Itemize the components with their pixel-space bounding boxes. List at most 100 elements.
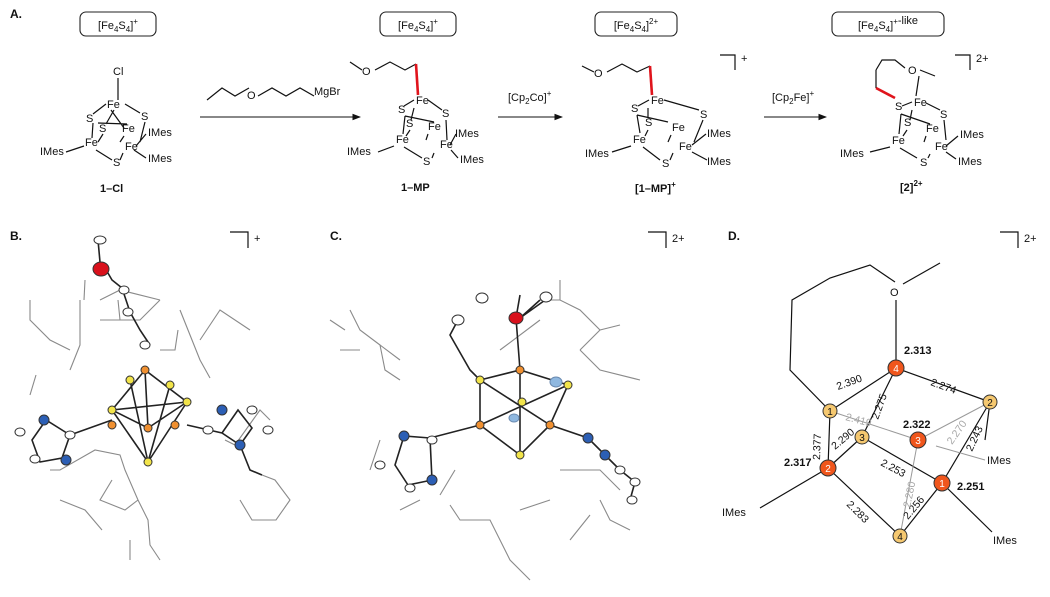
svg-text:S: S — [940, 109, 947, 121]
core-box-1: [Fe4S4]+ — [79, 11, 157, 37]
cl-atom: Cl — [113, 66, 123, 78]
svg-text:2.290: 2.290 — [829, 426, 857, 452]
s-node-1: 1 — [822, 403, 838, 419]
fe-node-2: 2 — [819, 459, 837, 477]
reagent-cp2co: [Cp2Co]+ — [508, 89, 552, 106]
svg-text:2.274: 2.274 — [929, 377, 958, 397]
svg-text:S: S — [442, 108, 449, 120]
compound-1-cl: 1–Cl — [100, 183, 123, 195]
core-box-2: [Fe4S4]+ — [379, 11, 457, 37]
svg-text:2: 2 — [987, 398, 993, 409]
svg-text:Fe: Fe — [892, 135, 905, 147]
svg-text:1: 1 — [939, 479, 945, 490]
panel-a-label: A. — [10, 7, 22, 21]
cluster-1-cl: Cl Fe S S S Fe Fe Fe S IMes IMes IMes 1–… — [40, 66, 172, 195]
svg-text:Fe: Fe — [633, 134, 646, 146]
svg-text:O: O — [247, 90, 256, 102]
svg-text:IMes: IMes — [40, 146, 64, 158]
s-node-2: 2 — [982, 394, 998, 410]
svg-text:S: S — [895, 101, 902, 113]
svg-text:[Fe4S4]+: [Fe4S4]+ — [98, 17, 138, 34]
reagent-cp2fe: [Cp2Fe]+ — [772, 89, 814, 106]
compound-1-mp-plus: [1–MP]+ — [635, 180, 676, 195]
svg-text:S: S — [904, 117, 911, 129]
svg-text:S: S — [631, 103, 638, 115]
panel-d-label: D. — [728, 229, 740, 243]
svg-text:2+: 2+ — [672, 233, 685, 245]
crystal-structure-b — [14, 235, 291, 561]
svg-text:2.317: 2.317 — [784, 457, 812, 469]
reagent-mgbr: MgBr — [314, 86, 341, 98]
svg-text:IMes: IMes — [707, 128, 731, 140]
svg-text:IMes: IMes — [960, 129, 984, 141]
cluster-1-mp: O Fe S S S Fe Fe Fe S IMes IMes IMes 1–M… — [347, 61, 484, 194]
svg-text:IMes: IMes — [958, 156, 982, 168]
svg-text:S: S — [700, 109, 707, 121]
compound-1-mp: 1–MP — [401, 182, 430, 194]
svg-text:Fe: Fe — [416, 95, 429, 107]
svg-text:IMes: IMes — [148, 153, 172, 165]
svg-text:O: O — [890, 287, 899, 299]
panel-c-label: C. — [330, 229, 342, 243]
svg-text:S: S — [398, 104, 405, 116]
svg-text:3: 3 — [859, 433, 865, 444]
svg-text:IMes: IMes — [148, 127, 172, 139]
svg-text:2.280: 2.280 — [901, 480, 918, 508]
cluster-2: O Fe S S S Fe Fe Fe S IMes IMes IMes 2+ … — [840, 53, 989, 194]
svg-text:IMes: IMes — [987, 455, 1011, 467]
svg-text:IMes: IMes — [460, 154, 484, 166]
svg-text:2.377: 2.377 — [811, 433, 824, 460]
crystal-structure-c — [329, 280, 641, 581]
svg-text:IMes: IMes — [347, 146, 371, 158]
svg-text:2+: 2+ — [1024, 233, 1037, 245]
svg-text:IMes: IMes — [840, 148, 864, 160]
svg-text:+: + — [741, 53, 747, 65]
oxygen-atom — [92, 261, 110, 277]
svg-text:S: S — [423, 156, 430, 168]
svg-text:2.251: 2.251 — [957, 481, 985, 493]
svg-text:Fe: Fe — [440, 139, 453, 151]
reaction-arrow-1: O MgBr — [200, 86, 362, 121]
reaction-arrow-2: [Cp2Co]+ — [498, 89, 564, 121]
svg-text:IMes: IMes — [722, 507, 746, 519]
svg-text:Fe: Fe — [107, 99, 120, 111]
svg-text:O: O — [362, 66, 371, 78]
core-box-3: [Fe4S4]2+ — [594, 11, 678, 37]
svg-text:S: S — [920, 157, 927, 169]
svg-text:4: 4 — [897, 532, 903, 543]
fe-node-1: 1 — [933, 474, 951, 492]
svg-text:O: O — [594, 68, 603, 80]
svg-text:O: O — [908, 65, 917, 77]
panel-b-label: B. — [10, 229, 22, 243]
compound-2: [2]2+ — [900, 179, 923, 194]
svg-text:Fe: Fe — [672, 122, 685, 134]
svg-text:Fe: Fe — [85, 137, 98, 149]
fe-node-4: 4 — [887, 359, 905, 377]
svg-text:S: S — [113, 157, 120, 169]
svg-text:[Fe4S4]2+: [Fe4S4]2+ — [614, 17, 659, 34]
svg-text:S: S — [86, 113, 93, 125]
svg-text:IMes: IMes — [707, 156, 731, 168]
s-node-4: 4 — [892, 528, 908, 544]
svg-text:Fe: Fe — [651, 95, 664, 107]
svg-text:Fe: Fe — [935, 141, 948, 153]
reaction-arrow-3: [Cp2Fe]+ — [764, 89, 828, 121]
svg-text:Fe: Fe — [428, 121, 441, 133]
svg-text:1: 1 — [827, 407, 833, 418]
svg-text:2.283: 2.283 — [844, 499, 871, 526]
red-bond-mp — [414, 63, 420, 96]
svg-text:2.275: 2.275 — [870, 392, 890, 421]
svg-text:S: S — [141, 111, 148, 123]
s-node-3: 3 — [854, 429, 870, 445]
svg-text:2+: 2+ — [976, 53, 989, 65]
svg-text:3: 3 — [915, 436, 921, 447]
svg-text:2.313: 2.313 — [904, 345, 932, 357]
cluster-1-mp-plus: O Fe S S S Fe Fe Fe S IMes IMes IMes + [… — [581, 53, 747, 195]
svg-text:S: S — [662, 158, 669, 170]
fe-node-3: 3 — [909, 431, 927, 449]
svg-text:2.322: 2.322 — [903, 419, 931, 431]
cluster-schematic-d: O IMes IMes IMes 2.390 2.274 2.275 2.377… — [722, 262, 1017, 547]
core-box-4: [Fe4S4]+-like — [831, 11, 945, 37]
svg-text:Fe: Fe — [926, 123, 939, 135]
